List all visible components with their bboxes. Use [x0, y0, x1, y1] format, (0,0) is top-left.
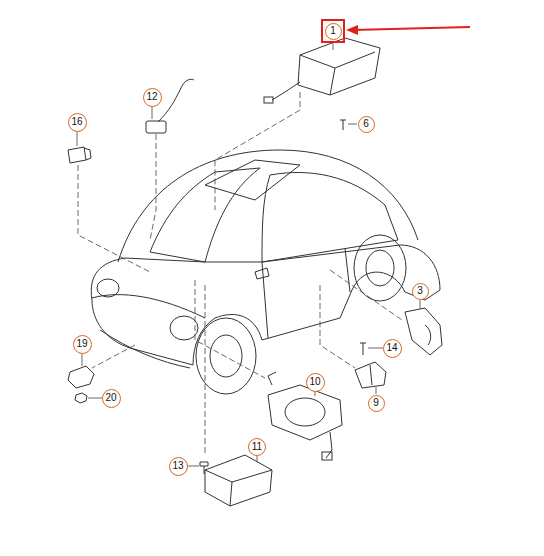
callout-leader [77, 131, 78, 146]
callout-number: 11 [248, 438, 266, 456]
leader-line [330, 270, 402, 320]
callout-leader [257, 456, 258, 462]
callout-text: 1 [330, 26, 336, 36]
callout-leader [376, 387, 377, 394]
callout-text: 16 [71, 117, 82, 127]
callout-leader [152, 106, 153, 119]
callout-text: 10 [309, 377, 320, 387]
callout-text: 20 [105, 393, 116, 403]
callout-leader [348, 124, 357, 125]
car-rear-hub [366, 250, 394, 286]
callout-number: 10 [306, 373, 325, 392]
car-sunroof [205, 160, 300, 200]
car-mirror [255, 268, 269, 279]
callout-leader [82, 353, 83, 366]
car-door-line [262, 248, 350, 338]
callout-number: 14 [383, 339, 402, 358]
callout-number: 19 [73, 335, 92, 354]
door-lock [405, 308, 442, 355]
highlight-box [322, 20, 344, 42]
car-roof [118, 150, 418, 262]
car-hood [92, 295, 205, 318]
car-front-hub [210, 335, 242, 377]
callout-leader [368, 348, 383, 349]
callout-leader [333, 42, 334, 50]
callout-number: 12 [143, 88, 162, 107]
highlight-arrowhead [346, 25, 358, 35]
sunroof-motor [298, 38, 380, 95]
leader-line [205, 285, 206, 455]
highlight-arrow [352, 27, 470, 30]
callout-number: 6 [358, 116, 375, 133]
leader-line [92, 345, 135, 368]
callout-text: 6 [363, 119, 369, 129]
clock-spring-plug [322, 452, 332, 460]
callout-leader [88, 398, 102, 399]
screw [340, 120, 346, 130]
callout-leader [420, 300, 421, 309]
bulb [68, 147, 91, 163]
rain-sensor [146, 121, 166, 133]
callout-text: 11 [252, 442, 262, 452]
screw [360, 343, 366, 355]
callout-text: 13 [172, 461, 183, 471]
control-unit [205, 455, 272, 506]
car-lower-body [91, 245, 440, 365]
callout-text: 14 [386, 343, 397, 353]
leader-line [215, 92, 300, 210]
leader-line [78, 165, 150, 272]
callout-text: 19 [76, 339, 87, 349]
nut [75, 393, 87, 403]
motor-wire [272, 82, 300, 100]
car-headlight-right [170, 316, 198, 340]
clock-spring [268, 385, 342, 440]
callout-text: 12 [146, 92, 157, 102]
car-rear-wheel [354, 235, 406, 301]
sensor-wire [158, 79, 194, 122]
callout-number: 16 [68, 113, 87, 132]
car-headlight-left [97, 279, 119, 297]
car-windshield [150, 168, 260, 262]
crash-sensor [68, 366, 94, 388]
callout-text: 9 [373, 398, 379, 408]
car-bumper [100, 330, 190, 368]
callout-number: 9 [368, 395, 385, 412]
clock-spring-ring [285, 398, 325, 426]
leader-line [195, 280, 265, 378]
callout-number: 3 [412, 283, 429, 300]
callout-number: 1 [325, 23, 342, 40]
callout-text: 3 [417, 286, 423, 296]
leader-line [150, 134, 156, 240]
car-front-wheel [196, 318, 256, 394]
bolt [200, 462, 208, 474]
callout-number: 20 [102, 389, 121, 408]
leader-line [320, 285, 355, 368]
clock-spring-wire [268, 372, 332, 458]
motor-connector [264, 97, 273, 103]
callout-leader [187, 466, 199, 467]
callout-leader [315, 391, 316, 396]
callout-number: 13 [169, 457, 188, 476]
bracket [355, 362, 386, 388]
car-side-window [262, 173, 398, 262]
